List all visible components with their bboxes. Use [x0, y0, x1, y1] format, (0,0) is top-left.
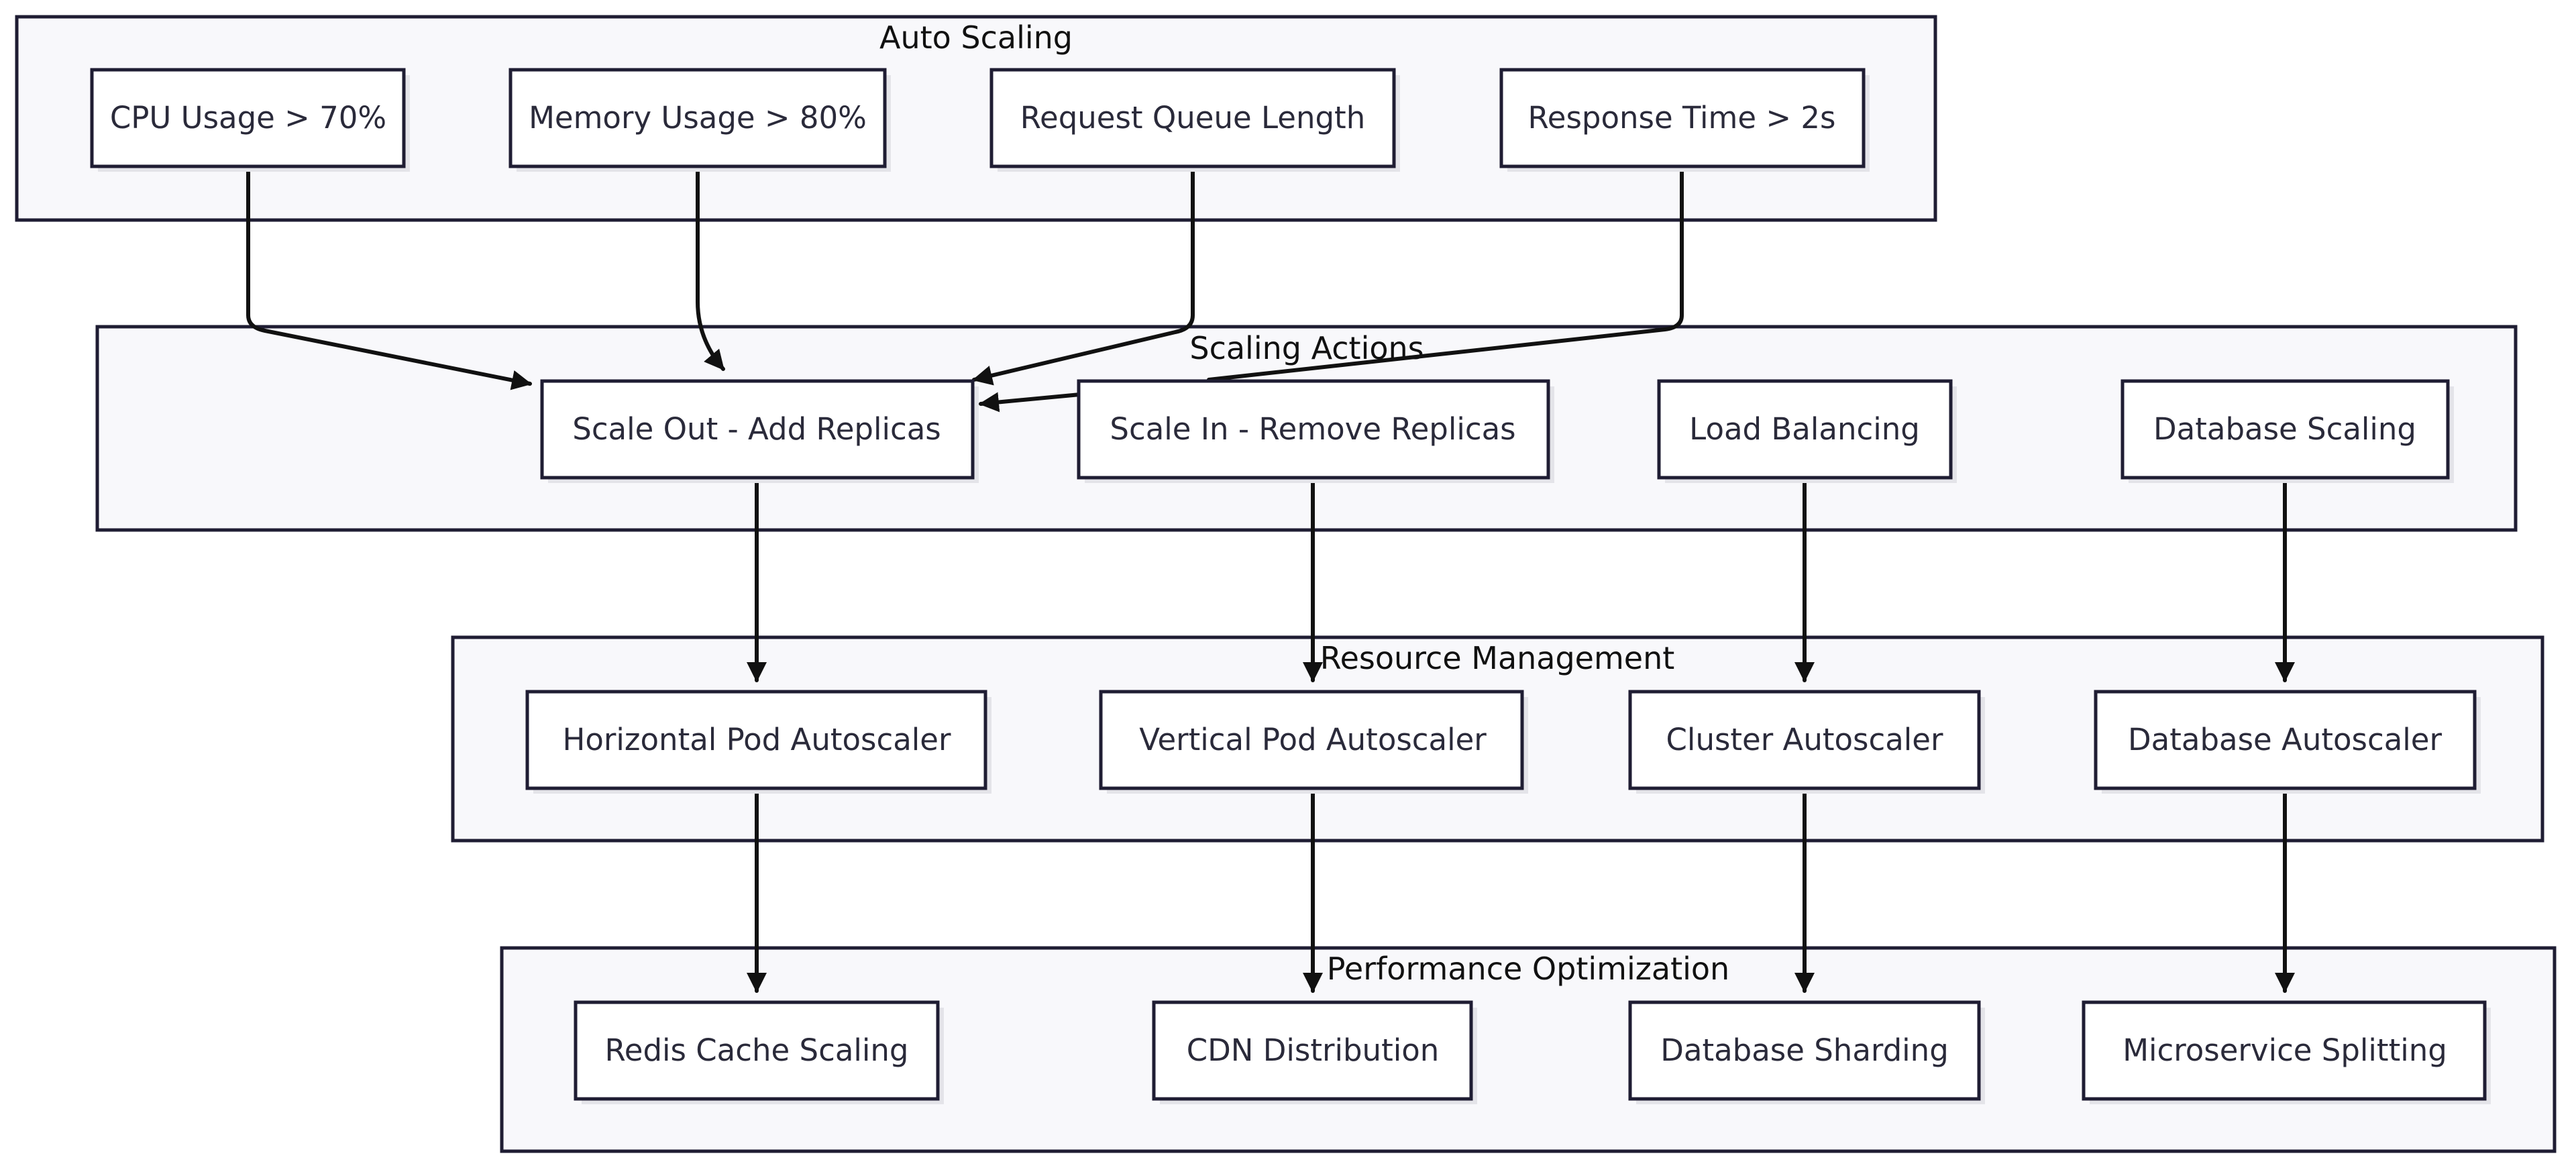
node-label-cpu-usage: CPU Usage > 70%	[110, 100, 386, 136]
node-label-horizontal-pod-autoscaler: Horizontal Pod Autoscaler	[563, 722, 951, 757]
node-label-database-scaling: Database Scaling	[2153, 411, 2416, 447]
node-label-database-sharding: Database Sharding	[1660, 1032, 1949, 1068]
cluster-label-resource-management: Resource Management	[1320, 640, 1675, 676]
node-database-autoscaler[interactable]: Database Autoscaler	[2094, 690, 2481, 794]
node-label-memory-usage: Memory Usage > 80%	[529, 100, 867, 136]
node-vertical-pod-autoscaler[interactable]: Vertical Pod Autoscaler	[1099, 690, 1528, 794]
node-label-redis-cache-scaling: Redis Cache Scaling	[605, 1032, 909, 1068]
node-horizontal-pod-autoscaler[interactable]: Horizontal Pod Autoscaler	[525, 690, 991, 794]
node-label-cdn-distribution: CDN Distribution	[1187, 1032, 1440, 1068]
edge-response-to-scale-out	[981, 164, 1684, 404]
cluster-label-performance-optimization: Performance Optimization	[1327, 951, 1729, 987]
node-microservice-splitting[interactable]: Microservice Splitting	[2082, 1000, 2491, 1104]
node-request-queue-length[interactable]: Request Queue Length	[989, 68, 1400, 172]
node-label-request-queue-length: Request Queue Length	[1020, 100, 1365, 136]
node-database-scaling[interactable]: Database Scaling	[2121, 379, 2454, 483]
node-label-response-time: Response Time > 2s	[1528, 100, 1836, 136]
edge-memory-to-scale-out	[696, 164, 725, 371]
node-label-microservice-splitting: Microservice Splitting	[2123, 1032, 2447, 1068]
cluster-label-auto-scaling: Auto Scaling	[879, 19, 1073, 56]
node-label-vertical-pod-autoscaler: Vertical Pod Autoscaler	[1139, 722, 1487, 757]
node-cluster-autoscaler[interactable]: Cluster Autoscaler	[1628, 690, 1985, 794]
node-cpu-usage[interactable]: CPU Usage > 70%	[90, 68, 410, 172]
node-label-scale-out: Scale Out - Add Replicas	[572, 411, 941, 447]
node-label-database-autoscaler: Database Autoscaler	[2128, 722, 2442, 757]
node-load-balancing[interactable]: Load Balancing	[1657, 379, 1957, 483]
edges	[246, 164, 2295, 993]
node-cdn-distribution[interactable]: CDN Distribution	[1152, 1000, 1477, 1104]
node-label-cluster-autoscaler: Cluster Autoscaler	[1666, 722, 1943, 757]
node-scale-in[interactable]: Scale In - Remove Replicas	[1077, 379, 1554, 483]
node-label-scale-in: Scale In - Remove Replicas	[1110, 411, 1515, 447]
node-scale-out[interactable]: Scale Out - Add Replicas	[540, 379, 979, 483]
node-redis-cache-scaling[interactable]: Redis Cache Scaling	[574, 1000, 944, 1104]
node-label-load-balancing: Load Balancing	[1689, 411, 1920, 447]
edge-queue-to-scale-out	[972, 164, 1195, 386]
node-database-sharding[interactable]: Database Sharding	[1628, 1000, 1985, 1104]
node-response-time[interactable]: Response Time > 2s	[1499, 68, 1870, 172]
edge-cpu-to-scale-out	[246, 164, 532, 390]
node-memory-usage[interactable]: Memory Usage > 80%	[508, 68, 891, 172]
